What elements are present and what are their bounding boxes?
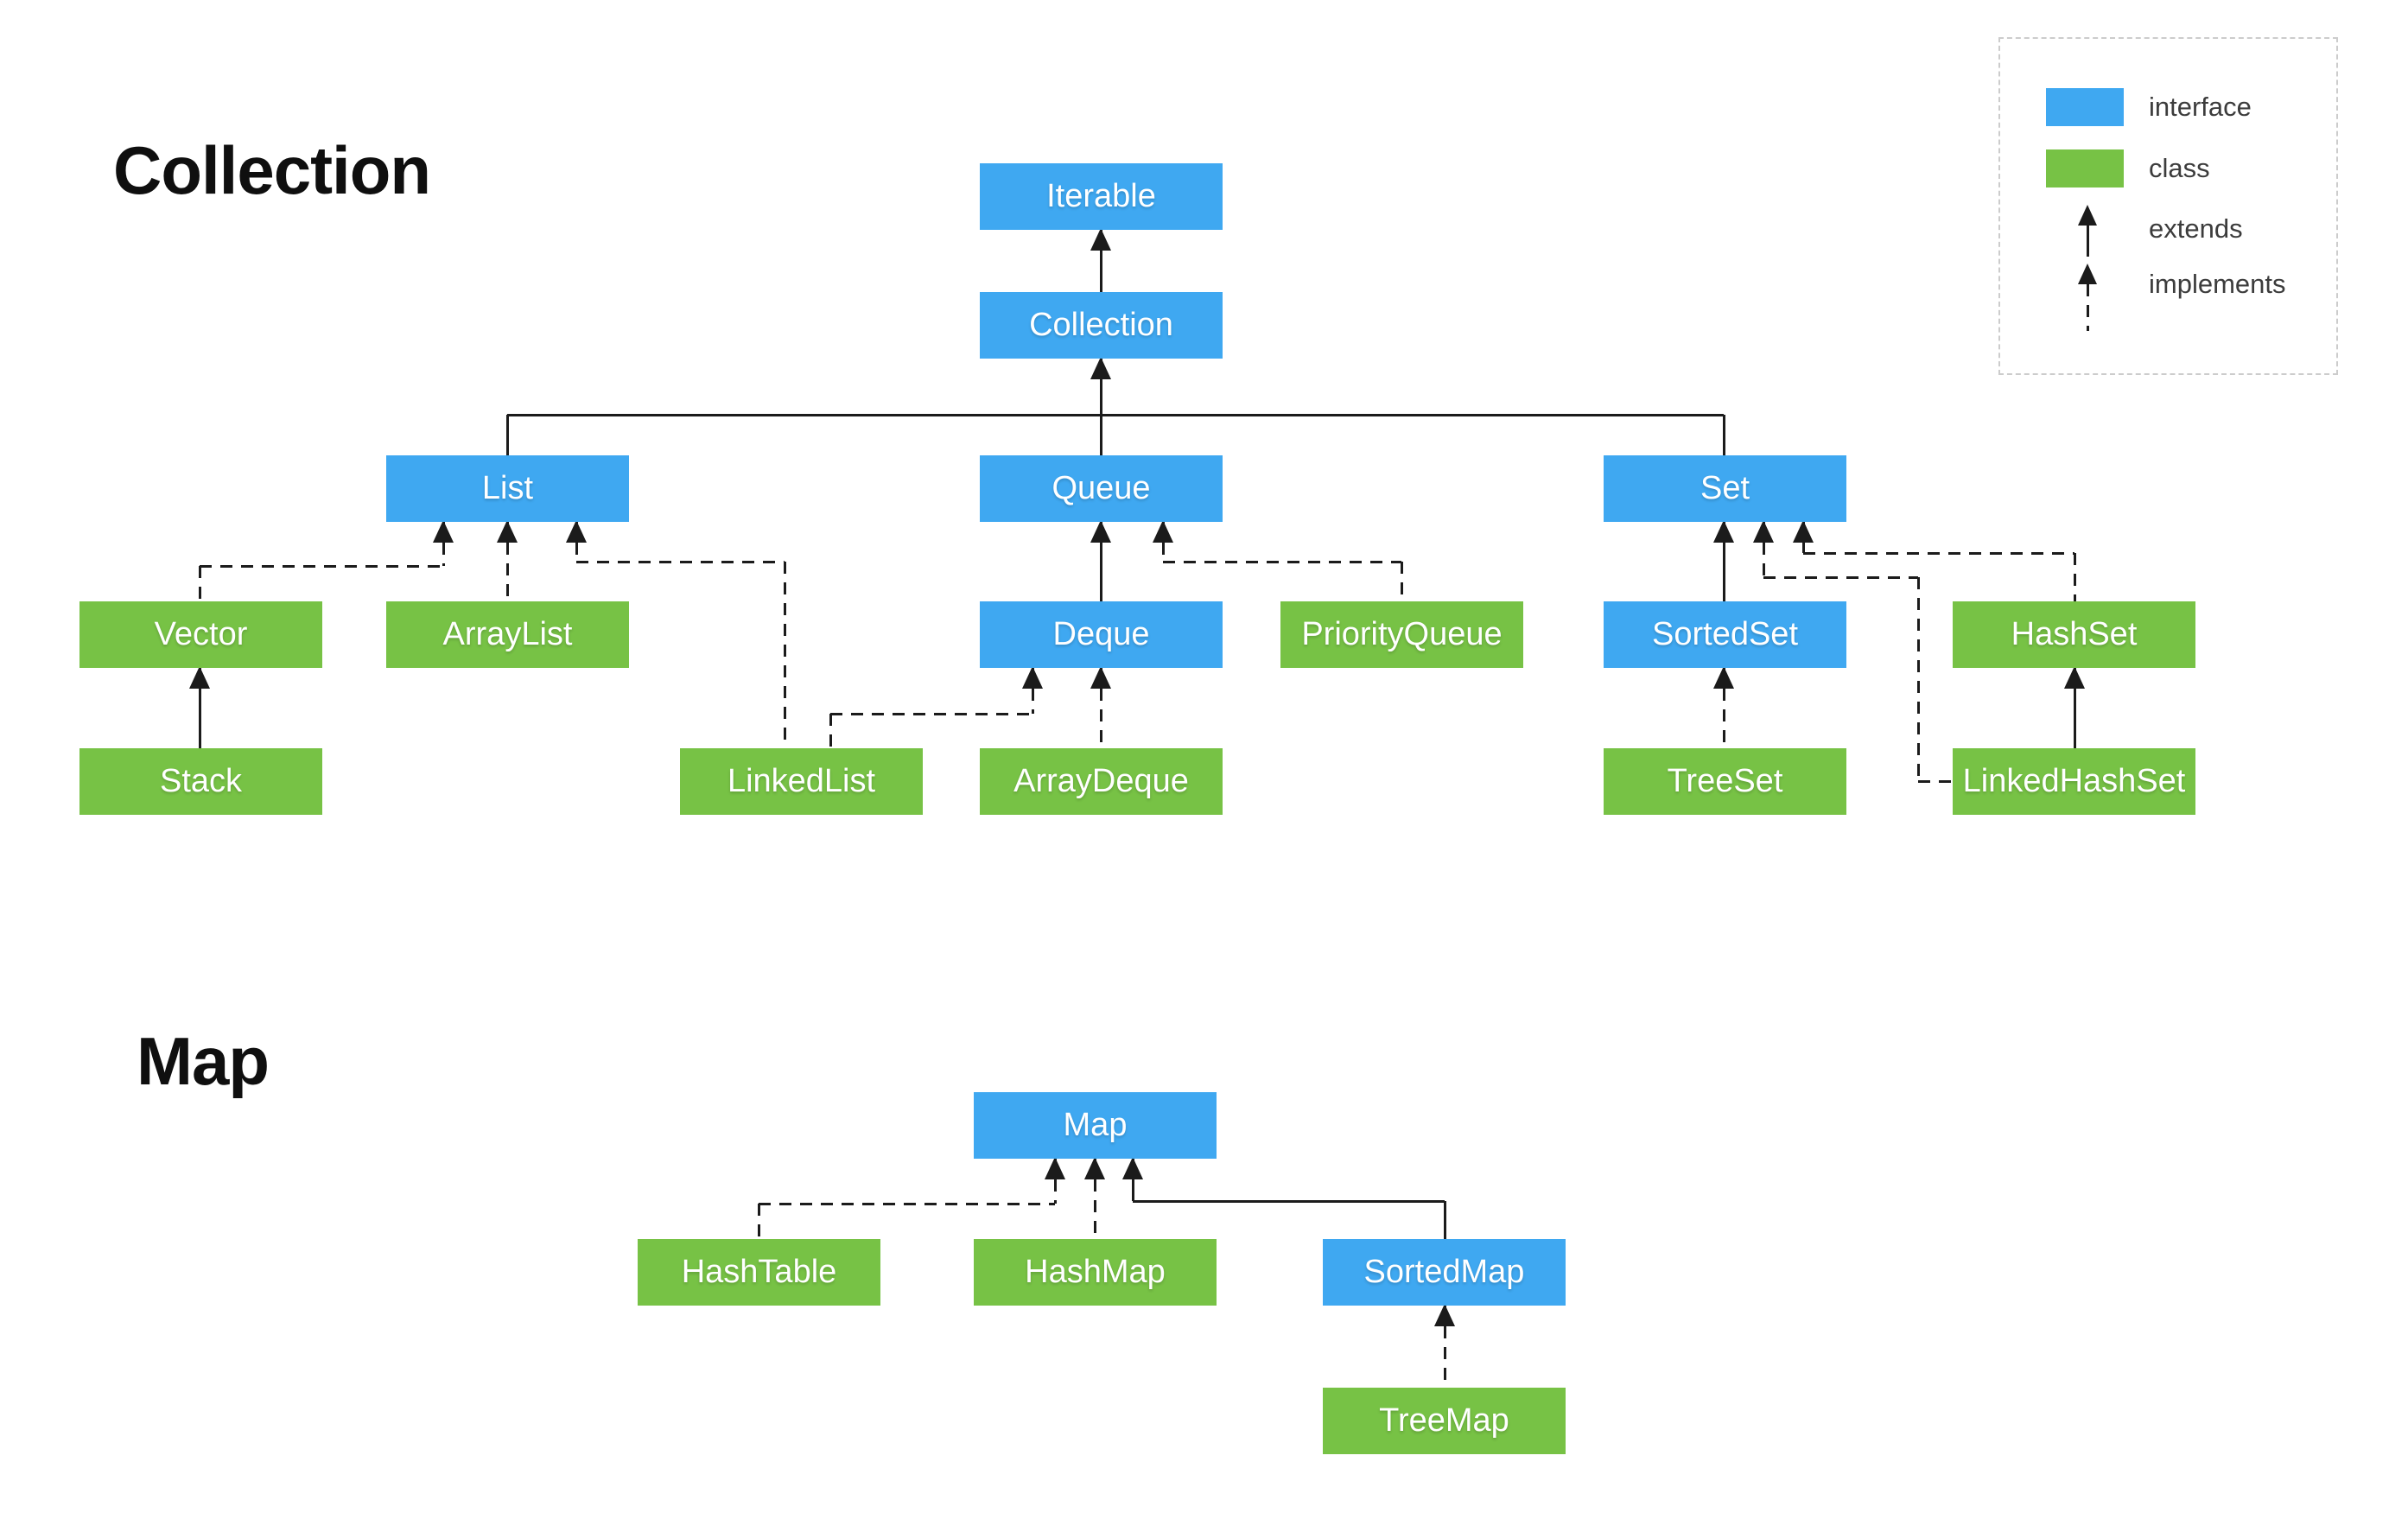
node-stack: Stack (79, 748, 322, 815)
edge-hashset-set-segment (1803, 551, 2074, 555)
edge-deque-queue-segment (1099, 522, 1102, 601)
implements-arrowhead-icon (1713, 666, 1734, 689)
edge-set-collection-segment (1722, 415, 1725, 455)
node-treemap: TreeMap (1323, 1388, 1566, 1454)
node-vector: Vector (79, 601, 322, 668)
edge-sortedset-set-segment (1722, 522, 1725, 601)
legend-extends-label: extends (2149, 213, 2243, 244)
edge-hashmap-map-segment (1093, 1159, 1096, 1239)
edge-linkedhashset-set-segment (1762, 522, 1765, 577)
node-map: Map (974, 1092, 1217, 1159)
node-treeset: TreeSet (1604, 748, 1846, 815)
edge-linkedhashset-hashset-segment (2073, 668, 2076, 748)
edge-hashtable-map-segment (1053, 1159, 1057, 1204)
implements-arrowhead-icon (1045, 1157, 1065, 1179)
edge-sortedmap-map-segment (1133, 1199, 1445, 1203)
implements-arrowhead-icon (1793, 520, 1814, 543)
edge-linkedhashset-set-segment (1763, 575, 1918, 579)
node-sortedmap: SortedMap (1323, 1239, 1566, 1306)
edge-sortedmap-map-segment (1131, 1159, 1134, 1201)
implements-arrowhead-icon (1153, 520, 1173, 543)
edge-linkedlist-deque-segment (829, 714, 832, 748)
extends-arrowhead-icon (1090, 228, 1111, 251)
edge-queue-collection-segment (1099, 359, 1102, 455)
edge-priorityqueue-queue-segment (1163, 560, 1401, 563)
legend-interface-label: interface (2149, 92, 2252, 122)
implements-arrowhead-icon (433, 520, 454, 543)
node-deque: Deque (980, 601, 1223, 668)
edge-stack-vector-segment (198, 668, 201, 748)
implements-arrowhead-icon (1090, 666, 1111, 689)
edge-treemap-sortedmap-segment (1443, 1306, 1446, 1388)
extends-arrowhead-icon (1090, 520, 1111, 543)
node-list: List (386, 455, 629, 522)
implements-arrowhead-icon (1084, 1157, 1105, 1179)
edge-vector-list-segment (442, 522, 445, 566)
interface-swatch-icon (2046, 88, 2124, 126)
node-arraydeque: ArrayDeque (980, 748, 1223, 815)
legend-class-label: class (2149, 153, 2210, 183)
node-sortedset: SortedSet (1604, 601, 1846, 668)
node-hashtable: HashTable (638, 1239, 880, 1306)
node-linkedlist: LinkedList (680, 748, 923, 815)
implements-arrow-icon (2078, 264, 2097, 284)
node-priorityqueue: PriorityQueue (1280, 601, 1523, 668)
implements-arrowhead-icon (1022, 666, 1043, 689)
edge-treeset-sortedset-segment (1722, 668, 1725, 748)
map-section-title: Map (137, 1023, 270, 1099)
edge-arraylist-list-segment (505, 522, 509, 601)
edge-vector-list-segment (198, 566, 201, 601)
edge-linkedlist-list-segment (576, 560, 785, 563)
edge-hashset-set-segment (2073, 553, 2076, 601)
edge-collection-iterable-segment (1099, 230, 1102, 292)
node-iterable: Iterable (980, 163, 1223, 230)
legend: interface class extends implements (1998, 37, 2338, 375)
extends-arrowhead-icon (189, 666, 210, 689)
edge-linkedhashset-set-segment (1918, 779, 1953, 783)
extends-arrow-line-icon (2087, 226, 2089, 257)
edge-arraydeque-deque-segment (1099, 668, 1102, 748)
edge-linkedlist-deque-segment (1031, 668, 1034, 714)
node-set: Set (1604, 455, 1846, 522)
edge-list-collection-segment (505, 415, 509, 455)
extends-arrow-icon (2078, 205, 2097, 226)
node-hashset: HashSet (1953, 601, 2195, 668)
edge-set-collection-segment (1102, 413, 1724, 416)
edge-linkedlist-deque-segment (830, 712, 1032, 715)
node-hashmap: HashMap (974, 1239, 1217, 1306)
implements-arrowhead-icon (1434, 1304, 1455, 1326)
collection-section-title: Collection (113, 132, 431, 208)
edge-vector-list-segment (200, 564, 443, 568)
implements-arrowhead-icon (497, 520, 518, 543)
implements-arrowhead-icon (1753, 520, 1774, 543)
legend-implements-label: implements (2149, 269, 2286, 299)
node-arraylist: ArrayList (386, 601, 629, 668)
edge-hashtable-map-segment (759, 1202, 1055, 1205)
edge-hashtable-map-segment (757, 1204, 760, 1239)
edge-linkedlist-list-segment (783, 562, 786, 748)
extends-arrowhead-icon (1122, 1157, 1143, 1179)
extends-arrowhead-icon (2064, 666, 2085, 689)
node-queue: Queue (980, 455, 1223, 522)
edge-linkedhashset-set-segment (1916, 577, 1920, 781)
implements-arrowhead-icon (566, 520, 587, 543)
implements-arrow-line-icon (2087, 284, 2089, 331)
class-swatch-icon (2046, 149, 2124, 187)
extends-arrowhead-icon (1090, 357, 1111, 379)
node-linkedhashset: LinkedHashSet (1953, 748, 2195, 815)
edge-priorityqueue-queue-segment (1400, 562, 1403, 601)
edge-list-collection-segment (507, 413, 1102, 416)
edge-sortedmap-map-segment (1443, 1201, 1446, 1239)
node-collection: Collection (980, 292, 1223, 359)
extends-arrowhead-icon (1713, 520, 1734, 543)
